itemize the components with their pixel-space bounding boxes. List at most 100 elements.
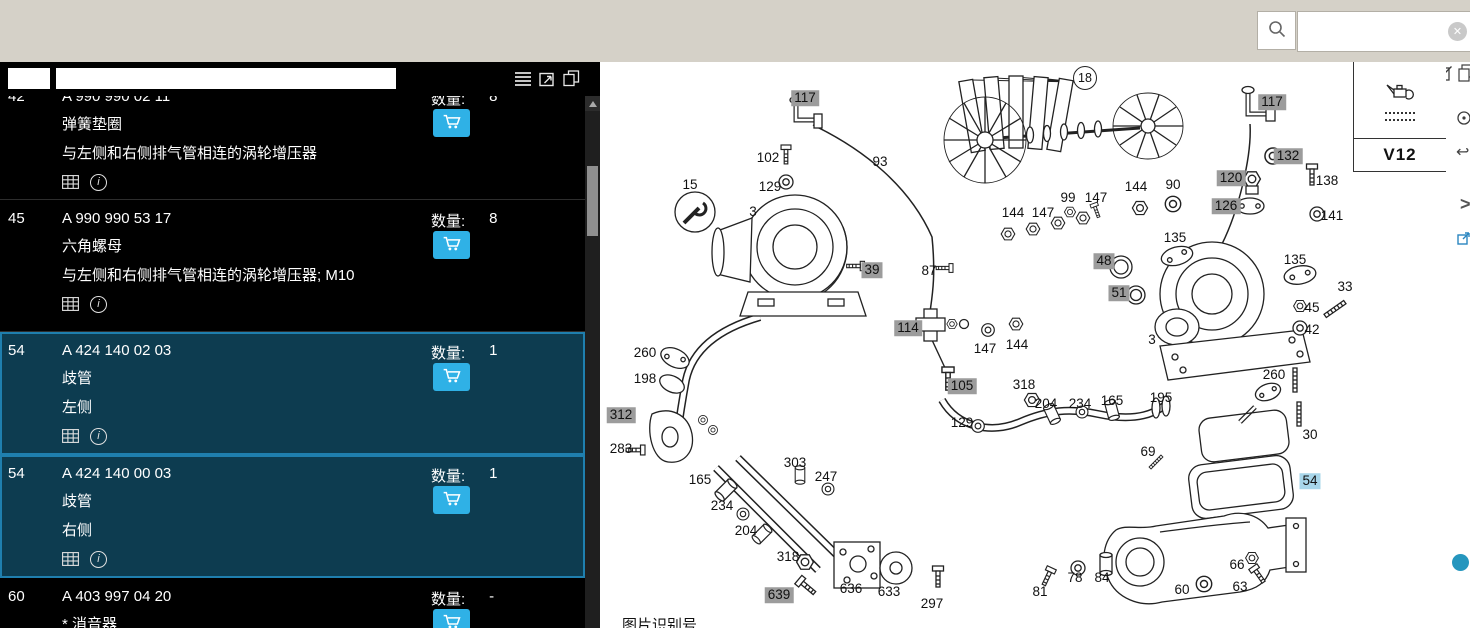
part-callout-33[interactable]: 33 — [1337, 279, 1353, 295]
part-callout-42[interactable]: 42 — [1304, 322, 1320, 338]
search-icon-button[interactable] — [1257, 11, 1296, 50]
copy-icon[interactable] — [1458, 64, 1470, 82]
part-callout-102[interactable]: 102 — [756, 150, 780, 166]
part-callout-165[interactable]: 165 — [1100, 393, 1124, 409]
part-callout-135[interactable]: 135 — [1163, 230, 1187, 246]
part-callout-69[interactable]: 69 — [1140, 444, 1156, 460]
part-callout-15[interactable]: 15 — [682, 177, 698, 193]
info-icon[interactable]: i — [90, 550, 107, 568]
info-icon[interactable]: i — [90, 427, 107, 445]
part-callout-45[interactable]: 45 — [1304, 300, 1320, 316]
part-callout-63[interactable]: 63 — [1232, 579, 1248, 595]
part-callout-247[interactable]: 247 — [814, 469, 838, 485]
part-callout-204[interactable]: 204 — [734, 523, 758, 539]
part-callout-126[interactable]: 126 — [1211, 198, 1241, 214]
add-to-cart-button[interactable] — [433, 609, 470, 628]
part-callout-51[interactable]: 51 — [1108, 285, 1130, 301]
part-callout-90[interactable]: 90 — [1165, 177, 1181, 193]
part-callout-318[interactable]: 318 — [776, 549, 800, 565]
add-to-cart-button[interactable] — [433, 109, 470, 137]
parts-scrollbar[interactable] — [585, 96, 600, 628]
parts-row[interactable]: 60 A 403 997 04 20 数量: - * 消音器 — [0, 578, 585, 628]
parts-row[interactable]: 42 A 990 990 02 11 数量: 8 弹簧垫圈 与左侧和右侧排气管相… — [0, 96, 585, 200]
part-callout-204[interactable]: 204 — [1034, 396, 1058, 412]
figure-grid-icon[interactable] — [62, 175, 79, 189]
part-callout-87[interactable]: 87 — [921, 263, 937, 279]
part-callout-78[interactable]: 78 — [1067, 570, 1083, 586]
part-callout-84[interactable]: 84 — [1094, 570, 1110, 586]
part-callout-117[interactable]: 117 — [791, 90, 819, 106]
part-callout-48[interactable]: 48 — [1093, 253, 1115, 269]
part-callout-99[interactable]: 99 — [1060, 190, 1076, 206]
fullscreen-icon[interactable] — [539, 71, 556, 87]
part-callout-234[interactable]: 234 — [710, 498, 734, 514]
help-bubble-icon[interactable] — [1452, 554, 1469, 571]
undo-icon[interactable]: ↩ — [1456, 144, 1470, 161]
add-to-cart-button[interactable] — [433, 231, 470, 259]
list-view-icon[interactable] — [514, 71, 532, 87]
part-callout-141[interactable]: 141 — [1320, 208, 1344, 224]
parts-row-selected[interactable]: 54 A 424 140 00 03 数量: 1 歧管 右侧 i — [0, 455, 585, 578]
figure-grid-icon[interactable] — [62, 297, 79, 311]
part-callout-318[interactable]: 318 — [1012, 377, 1036, 393]
part-callout-636[interactable]: 636 — [839, 581, 863, 597]
part-callout-144[interactable]: 144 — [1124, 179, 1148, 195]
part-callout-3[interactable]: 3 — [749, 204, 757, 220]
external-link-icon[interactable] — [1457, 232, 1470, 245]
part-callout-198[interactable]: 198 — [633, 371, 657, 387]
part-callout-39[interactable]: 39 — [861, 262, 883, 278]
part-callout-30[interactable]: 30 — [1302, 427, 1318, 443]
part-callout-147[interactable]: 147 — [1031, 205, 1055, 221]
parts-row[interactable]: 45 A 990 990 53 17 数量: 8 六角螺母 与左侧和右侧排气管相… — [0, 200, 585, 332]
part-name: 六角螺母 — [62, 238, 123, 255]
part-callout-639[interactable]: 639 — [764, 587, 794, 603]
part-callout-120[interactable]: 120 — [1216, 170, 1246, 186]
part-callout-633[interactable]: 633 — [877, 584, 901, 600]
part-callout-54[interactable]: 54 — [1299, 473, 1321, 489]
add-to-cart-button[interactable] — [433, 363, 470, 391]
part-callout-147[interactable]: 147 — [1084, 190, 1108, 206]
part-callout-135[interactable]: 135 — [1283, 252, 1307, 268]
global-search-input[interactable] — [1298, 12, 1470, 51]
part-callout-283[interactable]: 283 — [609, 441, 633, 457]
part-callout-303[interactable]: 303 — [783, 455, 807, 471]
clear-search-icon[interactable]: ✕ — [1448, 22, 1467, 41]
part-callout-165[interactable]: 165 — [688, 472, 712, 488]
scroll-thumb[interactable] — [587, 166, 598, 236]
part-callout-312[interactable]: 312 — [606, 407, 636, 423]
chevron-right-icon[interactable]: > — [1460, 194, 1470, 214]
part-callout-66[interactable]: 66 — [1229, 557, 1245, 573]
part-callout-114[interactable]: 114 — [894, 320, 922, 336]
target-icon[interactable] — [1456, 110, 1470, 126]
part-callout-297[interactable]: 297 — [920, 596, 944, 612]
part-callout-144[interactable]: 144 — [1001, 205, 1025, 221]
part-callout-105[interactable]: 105 — [947, 378, 977, 394]
figure-grid-icon[interactable] — [62, 429, 79, 443]
figure-code-input[interactable] — [8, 68, 50, 89]
part-callout-260[interactable]: 260 — [633, 345, 657, 361]
parts-search-input[interactable] — [56, 68, 396, 89]
figure-grid-icon[interactable] — [62, 552, 79, 566]
part-callout-81[interactable]: 81 — [1032, 584, 1048, 600]
part-callout-260[interactable]: 260 — [1262, 367, 1286, 383]
part-callout-117[interactable]: 117 — [1258, 94, 1286, 110]
figure-id-caption: 图片识别号 — [622, 617, 698, 628]
part-callout-18[interactable]: 18 — [1073, 66, 1097, 90]
part-callout-60[interactable]: 60 — [1174, 582, 1190, 598]
add-to-cart-button[interactable] — [433, 486, 470, 514]
part-callout-195[interactable]: 195 — [1149, 390, 1173, 406]
part-callout-132[interactable]: 132 — [1273, 148, 1303, 164]
part-callout-93[interactable]: 93 — [872, 154, 888, 170]
part-callout-129[interactable]: 129 — [950, 415, 974, 431]
duplicate-window-icon[interactable] — [563, 70, 580, 87]
part-callout-234[interactable]: 234 — [1068, 396, 1092, 412]
parts-row-selected[interactable]: 54 A 424 140 02 03 数量: 1 歧管 左侧 i — [0, 332, 585, 455]
scroll-up-arrow[interactable] — [585, 96, 600, 111]
part-callout-3[interactable]: 3 — [1148, 332, 1156, 348]
part-callout-144[interactable]: 144 — [1005, 337, 1029, 353]
info-icon[interactable]: i — [90, 295, 107, 313]
part-callout-129[interactable]: 129 — [758, 179, 782, 195]
info-icon[interactable]: i — [90, 173, 107, 191]
part-callout-138[interactable]: 138 — [1315, 173, 1339, 189]
part-callout-147[interactable]: 147 — [973, 341, 997, 357]
